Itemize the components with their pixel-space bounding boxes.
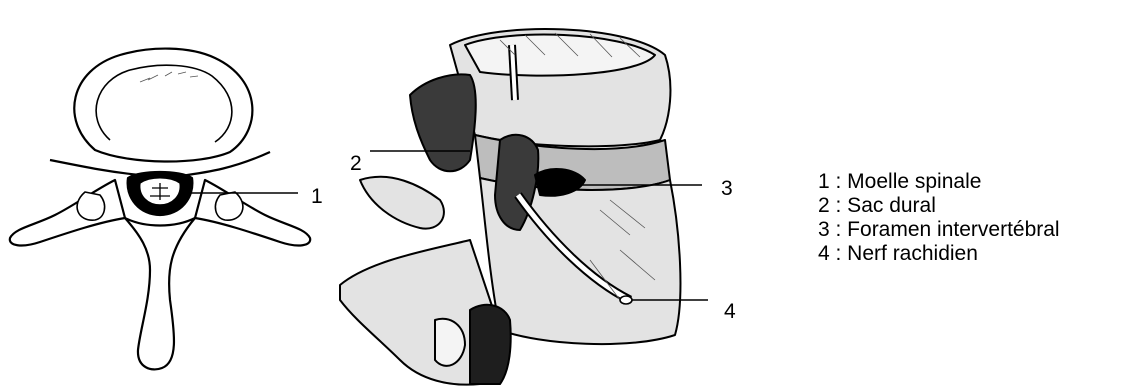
callout-1: 1: [311, 186, 323, 207]
spinous-process: [125, 218, 195, 369]
callout-3: 3: [721, 178, 733, 199]
callout-2: 2: [350, 153, 362, 174]
transverse-process-left: [10, 180, 125, 245]
vertebra-lateral-view: [300, 0, 790, 387]
legend-item-nerf-rachidien: 4 : Nerf rachidien: [818, 242, 1128, 266]
legend: 1 : Moelle spinale 2 : Sac dural 3 : For…: [818, 170, 1128, 267]
callout-4: 4: [724, 301, 736, 322]
vertebra-axial-view: [0, 0, 340, 387]
legend-item-foramen-intervertebral: 3 : Foramen intervertébral: [818, 218, 1128, 242]
legend-item-sac-dural: 2 : Sac dural: [818, 194, 1128, 218]
legend-item-moelle-spinale: 1 : Moelle spinale: [818, 170, 1128, 194]
transverse-process-right: [195, 180, 310, 245]
